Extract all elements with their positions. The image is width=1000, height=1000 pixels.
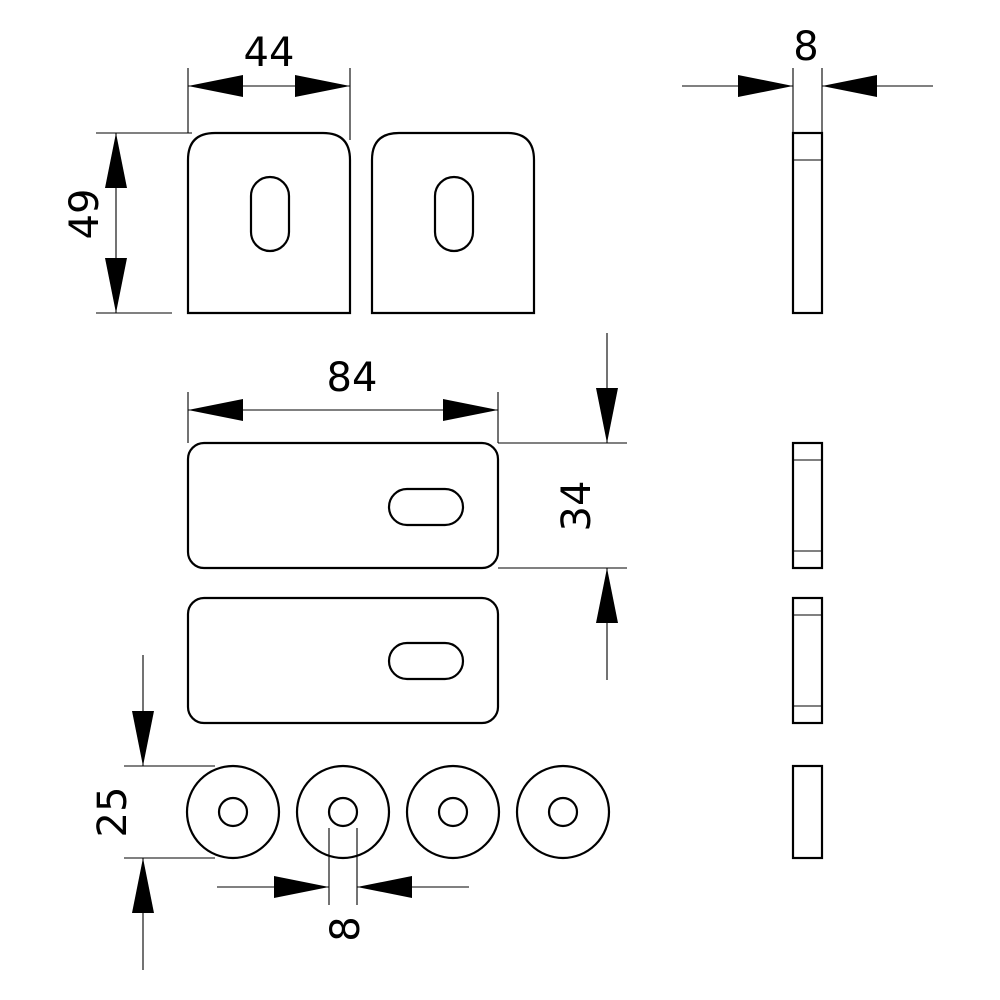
dimension-washer-diameter: 25 (90, 655, 215, 970)
dimension-label: 84 (327, 355, 378, 401)
dimension-arrow (274, 876, 329, 898)
washer-hole (217, 796, 249, 828)
dimension-thickness: 8 (682, 24, 933, 133)
horizontal-slot (387, 641, 465, 681)
square-plate-2 (370, 131, 536, 315)
dimension-label: 25 (90, 787, 136, 838)
washer-1 (185, 764, 281, 860)
dimension-plate-height: 49 (62, 132, 192, 314)
dimension-arrow (443, 399, 498, 421)
dimension-label: 34 (554, 481, 600, 532)
dimension-arrow (596, 568, 618, 623)
dimension-arrow (132, 858, 154, 913)
horizontal-slot (387, 487, 465, 527)
side-view-plate (791, 131, 824, 315)
dimension-bar-length: 84 (187, 355, 499, 443)
dimension-arrow (188, 399, 243, 421)
washer-hole (437, 796, 469, 828)
dimension-arrow (295, 75, 350, 97)
dimension-plate-width: 44 (187, 30, 351, 140)
dimension-arrow (738, 75, 793, 97)
vertical-slot (433, 175, 475, 253)
side-view-bar-2 (791, 596, 824, 725)
side-view-bar-1 (791, 441, 824, 570)
side-view-washer (791, 764, 824, 860)
dimension-arrow (822, 75, 877, 97)
vertical-slot (249, 175, 291, 253)
dimension-washer-hole: 8 (217, 828, 469, 942)
square-plate-1 (186, 131, 352, 315)
bar-plate-1 (186, 441, 500, 570)
dimension-label: 49 (62, 189, 108, 240)
washer-3 (405, 764, 501, 860)
dimension-arrow (105, 258, 127, 313)
dimension-label: 8 (793, 24, 818, 70)
dimension-arrow (105, 133, 127, 188)
dimension-label: 8 (323, 916, 369, 941)
washer-hole (547, 796, 579, 828)
dimension-arrow (188, 75, 243, 97)
washer-4 (515, 764, 611, 860)
dimension-arrow (132, 711, 154, 766)
dimension-bar-height: 34 (498, 333, 627, 680)
dimension-arrow (357, 876, 412, 898)
washer-2 (295, 764, 391, 860)
dimension-arrow (596, 388, 618, 443)
bar-plate-2 (186, 596, 500, 725)
dimension-label: 44 (244, 30, 295, 76)
washer-hole (327, 796, 359, 828)
